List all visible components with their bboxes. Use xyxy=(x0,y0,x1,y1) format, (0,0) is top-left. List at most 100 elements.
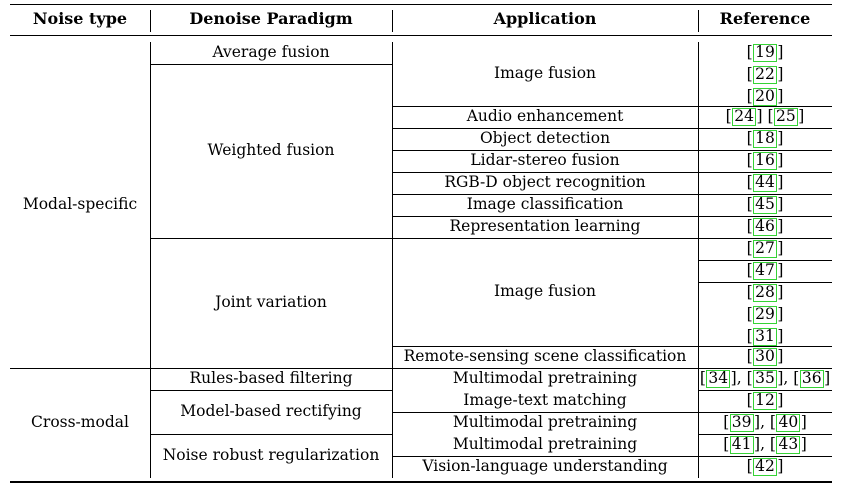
paradigm-cell: Average fusion xyxy=(212,43,330,62)
citation-link[interactable]: 36 xyxy=(799,369,824,388)
row-rule xyxy=(392,150,698,151)
row-rule xyxy=(698,128,832,129)
header-reference: Reference xyxy=(719,9,811,28)
noise-type-cell: Modal-specific xyxy=(22,195,138,214)
citation-link[interactable]: 35 xyxy=(753,369,777,388)
citation-link[interactable]: 40 xyxy=(776,413,801,432)
reference-cell: [20] xyxy=(746,87,784,106)
citation-link[interactable]: 43 xyxy=(776,435,801,454)
paradigm-cell: Rules-based filtering xyxy=(189,369,353,388)
reference-cell: [42] xyxy=(746,457,784,476)
reference-cell: [19] xyxy=(746,43,784,62)
citation-link[interactable]: 46 xyxy=(753,217,777,236)
row-rule xyxy=(392,106,698,107)
reference-cell: [27] xyxy=(746,239,784,258)
citation-link[interactable]: 20 xyxy=(753,87,777,106)
row-rule xyxy=(392,412,698,413)
application-cell: Audio enhancement xyxy=(466,107,624,126)
application-cell: Image-text matching xyxy=(463,391,627,410)
reference-cell: [41], [43] xyxy=(723,435,807,454)
reference-cell: [29] xyxy=(746,305,784,324)
header-application: Application xyxy=(493,9,597,28)
group-rule xyxy=(10,368,832,369)
reference-cell: [39], [40] xyxy=(723,413,807,432)
row-rule xyxy=(392,238,698,239)
citation-link[interactable]: 27 xyxy=(753,239,777,258)
citation-link[interactable]: 24 xyxy=(732,107,756,126)
header-noise-type: Noise type xyxy=(32,9,128,28)
citation-link[interactable]: 29 xyxy=(753,305,777,324)
reference-cell: [31] xyxy=(746,327,784,346)
header-rule xyxy=(10,35,832,36)
row-rule xyxy=(150,238,392,239)
noise-type-cell: Cross-modal xyxy=(31,413,129,432)
row-rule xyxy=(150,64,392,65)
reference-cell: [28] xyxy=(746,283,784,302)
citation-link[interactable]: 25 xyxy=(774,107,798,126)
citation-link[interactable]: 41 xyxy=(729,435,754,454)
citation-link[interactable]: 30 xyxy=(753,347,777,366)
col-divider xyxy=(150,42,151,478)
row-rule xyxy=(150,390,392,391)
paradigm-cell: Weighted fusion xyxy=(207,141,335,160)
reference-cell: [46] xyxy=(746,217,784,236)
paradigm-cell: Noise robust regularization xyxy=(162,446,380,465)
application-cell: Image fusion xyxy=(493,64,597,83)
row-rule xyxy=(392,346,698,347)
row-rule xyxy=(698,434,832,435)
top-rule xyxy=(10,4,832,5)
citation-link[interactable]: 42 xyxy=(753,457,777,476)
paradigm-cell: Joint variation xyxy=(215,293,327,312)
row-rule xyxy=(392,172,698,173)
reference-cell: [34], [35], [36] xyxy=(699,369,831,388)
row-rule xyxy=(392,194,698,195)
row-rule xyxy=(698,216,832,217)
row-rule xyxy=(698,282,832,283)
citation-link[interactable]: 28 xyxy=(753,283,777,302)
row-rule xyxy=(698,172,832,173)
reference-cell: [16] xyxy=(746,151,784,170)
paradigm-cell: Model-based rectifying xyxy=(180,402,362,421)
col-divider xyxy=(150,10,151,32)
citation-link[interactable]: 18 xyxy=(753,129,777,148)
reference-cell: [47] xyxy=(746,261,784,280)
row-rule xyxy=(698,150,832,151)
application-cell: Remote-sensing scene classification xyxy=(403,347,687,366)
application-cell: Object detection xyxy=(479,129,611,148)
citation-link[interactable]: 45 xyxy=(753,195,777,214)
header-denoise-paradigm: Denoise Paradigm xyxy=(189,9,353,28)
citation-link[interactable]: 39 xyxy=(729,413,754,432)
row-rule xyxy=(698,346,832,347)
citation-link[interactable]: 19 xyxy=(753,43,777,62)
row-rule xyxy=(392,216,698,217)
row-rule xyxy=(698,456,832,457)
application-cell: Multimodal pretraining xyxy=(452,413,638,432)
application-cell: RGB-D object recognition xyxy=(444,173,646,192)
citation-link[interactable]: 16 xyxy=(753,151,777,170)
reference-cell: [24] [25] xyxy=(725,107,805,126)
row-rule xyxy=(698,238,832,239)
citation-link[interactable]: 31 xyxy=(753,327,777,346)
application-cell: Representation learning xyxy=(449,217,641,236)
col-divider xyxy=(392,42,393,478)
citation-link[interactable]: 22 xyxy=(753,65,777,84)
citation-link[interactable]: 44 xyxy=(753,173,777,192)
row-rule xyxy=(392,456,698,457)
reference-cell: [44] xyxy=(746,173,784,192)
row-rule xyxy=(698,390,832,391)
reference-cell: [12] xyxy=(746,391,784,410)
comparison-table: Noise type Denoise Paradigm Application … xyxy=(10,0,832,490)
row-rule xyxy=(698,194,832,195)
application-cell: Image fusion xyxy=(493,282,597,301)
application-cell: Image classification xyxy=(466,195,624,214)
citation-link[interactable]: 47 xyxy=(753,261,777,280)
row-rule xyxy=(150,434,392,435)
citation-link[interactable]: 12 xyxy=(753,391,777,410)
application-cell: Vision-language understanding xyxy=(422,457,668,476)
application-cell: Multimodal pretraining xyxy=(452,369,638,388)
citation-link[interactable]: 34 xyxy=(706,369,731,388)
row-rule xyxy=(698,260,832,261)
reference-cell: [45] xyxy=(746,195,784,214)
bottom-rule xyxy=(10,481,832,483)
application-cell: Lidar-stereo fusion xyxy=(470,151,620,170)
